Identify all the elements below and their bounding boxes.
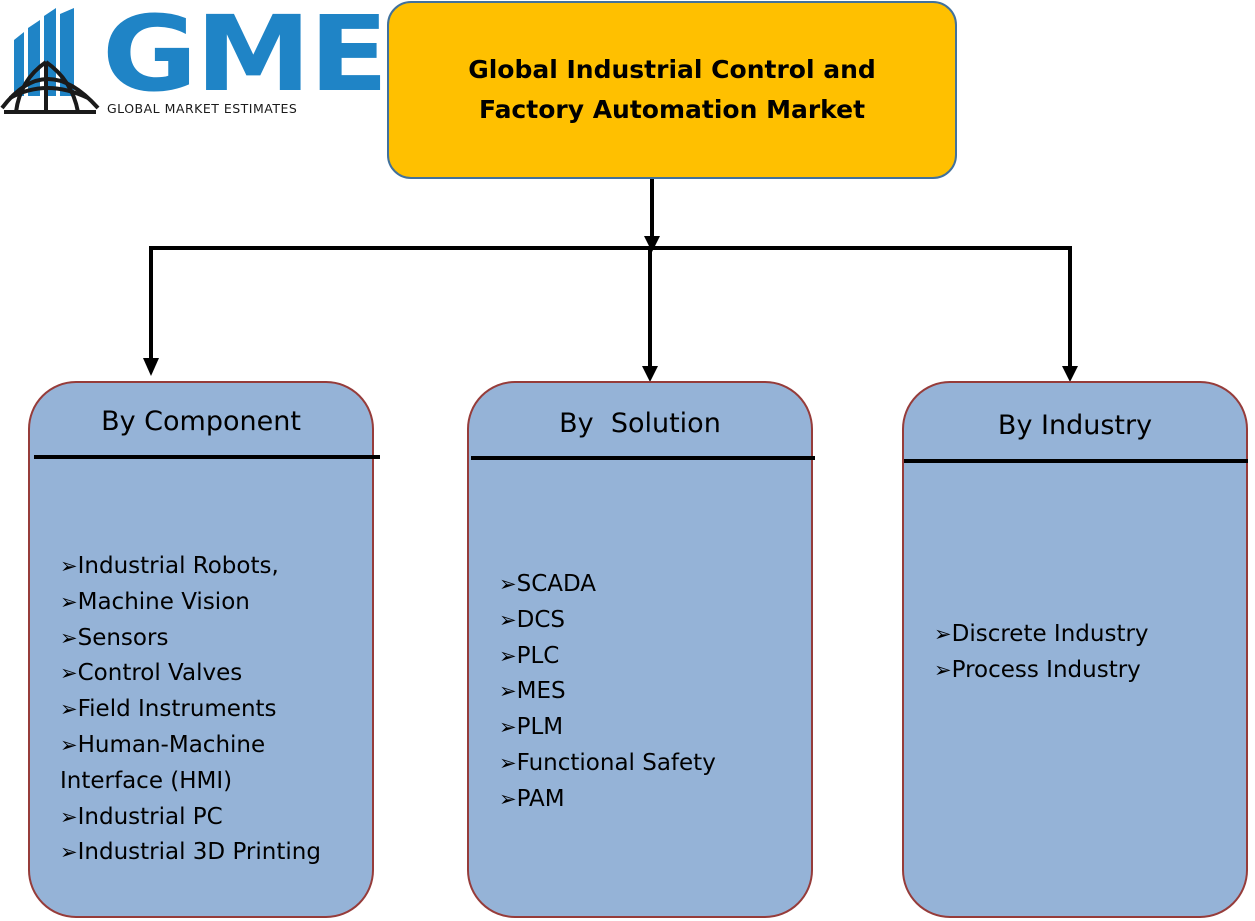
list-item-label: PLM [516,714,564,741]
arrow-bullet-icon: ➢ [499,750,517,775]
list-item-label: MES [516,678,566,705]
list-item: ➢Discrete Industry [934,617,1234,653]
list-item: ➢Control Valves [60,656,360,692]
logo-tagline: GLOBAL MARKET ESTIMATES [107,101,298,116]
arrow-bullet-icon: ➢ [499,715,517,740]
list-item: ➢Sensors [60,621,360,657]
arrow-bullet-icon: ➢ [60,554,78,578]
root-node: Global Industrial Control and Factory Au… [387,1,957,179]
list-item-label: Interface (HMI) [60,767,233,794]
category-item-list: ➢SCADA ➢DCS ➢PLC ➢MES ➢PLM ➢Functional S… [499,567,799,818]
arrow-bullet-icon: ➢ [60,589,78,614]
list-item-label: Process Industry [951,656,1141,683]
list-item-label: Discrete Industry [951,621,1149,647]
list-item-label: Industrial PC [77,803,223,830]
list-item: ➢PAM [499,782,799,818]
arrow-bullet-icon: ➢ [499,643,517,668]
logo-wordmark: GME [102,0,389,115]
list-item-label: Sensors [77,624,169,651]
list-item-label: SCADA [516,571,597,597]
arrow-bullet-icon: ➢ [499,786,517,811]
arrowhead-industry [1062,366,1078,382]
category-title: By Solution [559,407,721,439]
arrow-bullet-icon: ➢ [499,572,517,596]
arrowhead-solution [642,366,658,382]
gme-logo: GME GLOBAL MARKET ESTIMATES [0,0,389,125]
list-item-label: Human-Machine [77,731,266,758]
category-divider [34,455,380,459]
list-item-label: Functional Safety [516,749,716,776]
list-item-label: PLC [516,642,560,669]
arrow-bullet-icon: ➢ [60,840,78,865]
category-title: By Industry [997,409,1153,441]
list-item: ➢Machine Vision [60,585,360,621]
list-item: ➢Process Industry [934,653,1234,689]
category-divider [471,456,815,460]
category-box-industry: By Industry ➢Discrete Industry ➢Process … [902,381,1248,918]
arrowhead-root [644,236,660,252]
arrow-bullet-icon: ➢ [60,625,78,650]
list-item-label: Industrial 3D Printing [77,839,321,866]
list-item-label: PAM [516,785,565,812]
root-title: Global Industrial Control and Factory Au… [468,55,876,124]
category-divider [904,459,1248,463]
list-item: ➢Field Instruments [60,692,360,728]
list-item: ➢PLM [499,710,799,746]
category-box-solution: By Solution ➢SCADA ➢DCS ➢PLC ➢MES ➢PLM ➢… [467,381,815,918]
list-item-label: Field Instruments [77,696,277,723]
list-item: ➢Industrial 3D Printing [60,835,360,871]
list-item: ➢Functional Safety [499,746,799,782]
list-item: ➢DCS [499,603,799,639]
arrowhead-component [143,358,159,376]
list-item: ➢SCADA [499,567,799,603]
arrow-bullet-icon: ➢ [60,661,78,686]
arrow-bullet-icon: ➢ [499,607,517,632]
category-item-list: ➢Industrial Robots, ➢Machine Vision ➢Sen… [60,549,360,871]
list-item: ➢Human-Machine [60,728,360,764]
category-title: By Component [101,405,301,437]
category-item-list: ➢Discrete Industry ➢Process Industry [934,617,1234,689]
arrow-bullet-icon: ➢ [499,679,517,704]
arrow-bullet-icon: ➢ [60,697,78,722]
category-box-component: By Component ➢Industrial Robots, ➢Machin… [28,381,380,918]
arrow-bullet-icon: ➢ [60,804,78,829]
list-item-label: DCS [516,606,565,633]
list-item: ➢PLC [499,639,799,675]
list-item: ➢Industrial Robots, [60,549,360,585]
list-item-label: Control Valves [77,660,243,687]
list-item-label: Industrial Robots, [77,553,279,579]
arrow-bullet-icon: ➢ [934,657,952,682]
list-item-continuation: Interface (HMI) [60,764,360,800]
list-item-label: Machine Vision [77,588,250,615]
list-item: ➢MES [499,674,799,710]
globe-bars-icon [0,8,100,114]
arrow-bullet-icon: ➢ [60,732,78,757]
arrow-bullet-icon: ➢ [934,622,952,646]
list-item: ➢Industrial PC [60,800,360,836]
